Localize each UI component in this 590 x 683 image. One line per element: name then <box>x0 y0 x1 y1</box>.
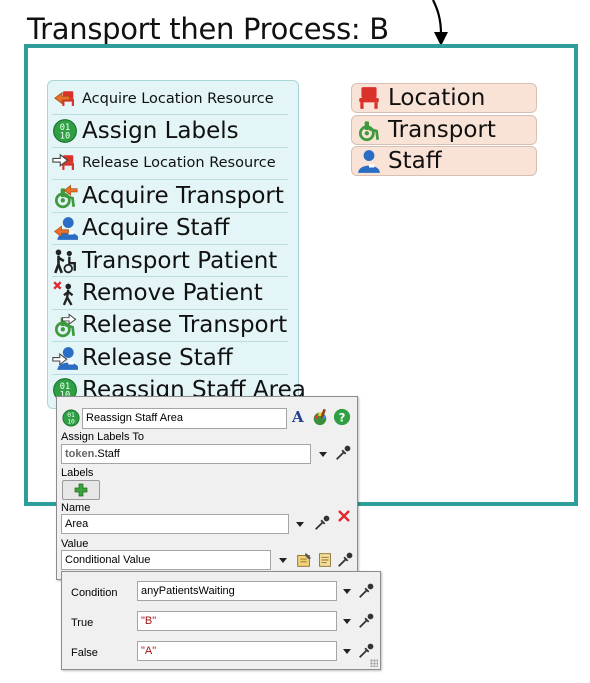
assign-labels-to-input[interactable]: token.Staff <box>61 444 311 464</box>
resize-grip[interactable] <box>370 659 378 667</box>
activity-item[interactable]: Release Staff <box>52 342 288 375</box>
eyedropper-icon[interactable] <box>357 612 375 630</box>
assign-labels-icon: 01 10 <box>62 409 80 427</box>
activity-item[interactable]: Transport Patient <box>52 245 288 278</box>
resource-item[interactable]: Transport <box>351 114 537 145</box>
activity-name-input[interactable]: Reassign Staff Area <box>82 408 287 429</box>
properties-panel: 01 10 Reassign Staff Area A ? Assign Lab… <box>56 396 358 580</box>
false-value-input[interactable]: "A" <box>137 641 337 661</box>
acquire-location-icon <box>52 85 82 113</box>
dropdown-arrow-icon[interactable] <box>343 649 351 654</box>
true-value-input[interactable]: "B" <box>137 611 337 631</box>
dropdown-arrow-icon[interactable] <box>343 619 351 624</box>
dropdown-arrow-icon[interactable] <box>296 522 304 527</box>
flow-arrow-icon <box>432 0 448 46</box>
block-title: Transport then Process: B <box>27 12 389 46</box>
resource-label: Transport <box>388 116 496 143</box>
svg-text:01: 01 <box>67 412 75 419</box>
labels-label: Labels <box>61 467 94 479</box>
dropdown-arrow-icon[interactable] <box>343 589 351 594</box>
svg-text:10: 10 <box>60 391 70 401</box>
eyedropper-icon[interactable] <box>334 444 352 462</box>
activity-label: Transport Patient <box>82 247 278 274</box>
activity-label: Release Staff <box>82 344 233 371</box>
activity-label: Remove Patient <box>82 280 263 307</box>
dropdown-arrow-icon[interactable] <box>279 558 287 563</box>
color-palette-icon[interactable] <box>311 408 329 426</box>
value-input[interactable]: Conditional Value <box>61 550 271 570</box>
name-label: Name <box>61 502 91 514</box>
activity-label: Release Location Resource <box>82 155 276 172</box>
activity-label: Acquire Staff <box>82 215 230 242</box>
eyedropper-icon[interactable] <box>336 551 354 569</box>
acquire-staff-icon <box>52 214 82 242</box>
resource-label: Staff <box>388 148 442 174</box>
release-location-icon <box>52 149 82 177</box>
script-icon[interactable] <box>316 551 334 569</box>
activity-item[interactable]: Acquire Staff <box>52 213 288 245</box>
true-label: True <box>71 617 94 629</box>
activity-label: Acquire Transport <box>82 182 284 209</box>
activity-label: Assign Labels <box>82 118 239 145</box>
assign-labels-to-label: Assign Labels To <box>61 431 144 443</box>
activity-item[interactable]: Release Location Resource <box>52 148 288 181</box>
svg-text:01: 01 <box>60 382 70 392</box>
eyedropper-icon[interactable] <box>357 642 375 660</box>
activity-label: Release Transport <box>82 312 288 339</box>
activity-item[interactable]: Acquire Location Resource <box>52 83 288 116</box>
dropdown-arrow-icon[interactable] <box>319 452 327 457</box>
help-icon[interactable]: ? <box>333 408 351 426</box>
false-label: False <box>71 647 98 659</box>
edit-properties-icon[interactable] <box>295 551 313 569</box>
release-transport-icon <box>52 311 82 339</box>
font-icon[interactable]: A <box>292 408 304 426</box>
condition-label: Condition <box>71 587 118 599</box>
activity-label: Acquire Location Resource <box>82 90 274 107</box>
svg-text:01: 01 <box>60 123 70 133</box>
resource-item[interactable]: Staff <box>351 146 537 176</box>
transport-patient-icon <box>52 247 82 275</box>
activity-item[interactable]: Remove Patient <box>52 277 288 310</box>
remove-patient-icon <box>52 279 82 307</box>
condition-input[interactable]: anyPatientsWaiting <box>137 581 337 601</box>
value-label: Value <box>61 538 89 550</box>
activity-item[interactable]: Acquire Transport <box>52 180 288 213</box>
svg-text:?: ? <box>339 411 346 425</box>
resource-item[interactable]: Location <box>351 83 537 113</box>
delete-label-icon[interactable] <box>336 508 352 524</box>
eyedropper-icon[interactable] <box>313 514 331 532</box>
activity-item[interactable]: Release Transport <box>52 310 288 343</box>
conditional-value-panel: Condition anyPatientsWaiting True "B" Fa… <box>61 571 381 670</box>
wheelchair-icon <box>356 117 382 143</box>
resource-label: Location <box>388 85 486 111</box>
add-label-button[interactable] <box>62 480 100 500</box>
chair-icon <box>356 85 382 111</box>
acquire-transport-icon <box>52 182 82 210</box>
label-name-input[interactable]: Area <box>61 514 289 534</box>
plus-icon <box>74 483 88 497</box>
release-staff-icon <box>52 344 82 372</box>
svg-text:10: 10 <box>60 132 70 142</box>
person-icon <box>356 148 382 174</box>
eyedropper-icon[interactable] <box>357 582 375 600</box>
svg-text:10: 10 <box>67 418 75 425</box>
